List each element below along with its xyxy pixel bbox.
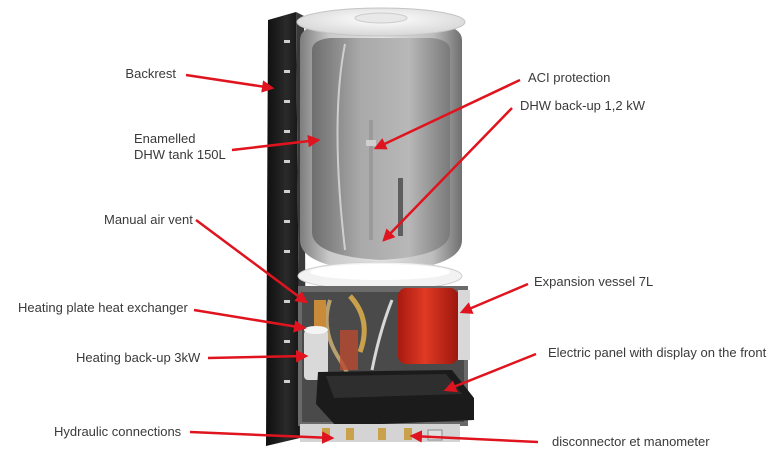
label-expansion: Expansion vessel 7L xyxy=(534,274,654,289)
label-heating-backup: Heating back-up 3kW xyxy=(76,350,201,365)
label-backrest: Backrest xyxy=(125,66,176,81)
arrow-backrest xyxy=(185,73,275,93)
label-aci: ACI protection xyxy=(528,70,611,85)
arrow-dhw-backup xyxy=(382,107,513,242)
arrow-hydraulic xyxy=(189,430,335,444)
arrow-air-vent xyxy=(195,218,309,304)
hydraulic-module xyxy=(298,286,474,442)
label-panel: Electric panel with display on the front xyxy=(548,345,767,360)
arrow-tank xyxy=(231,134,321,152)
arrow-expansion xyxy=(459,282,529,314)
arrow-aci xyxy=(373,78,521,150)
label-dhw-backup: DHW back-up 1,2 kW xyxy=(520,98,645,113)
label-tank-line2: DHW tank 150L xyxy=(134,147,226,162)
expansion-vessel xyxy=(398,288,458,364)
lower-plate xyxy=(297,261,463,291)
label-plate-hx: Heating plate heat exchanger xyxy=(18,300,188,315)
arrow-plate-hx xyxy=(193,308,307,333)
label-tank-line1: Enamelled xyxy=(134,131,196,146)
callout-arrows xyxy=(185,73,539,444)
label-air-vent: Manual air vent xyxy=(104,212,193,227)
arrow-disconnector xyxy=(409,430,539,444)
label-hydraulic: Hydraulic connections xyxy=(54,424,182,439)
arrow-heating-backup xyxy=(207,349,309,363)
dhw-tank xyxy=(296,7,466,272)
arrow-panel xyxy=(443,352,537,393)
label-disconnector: disconnector et manometer xyxy=(552,434,710,449)
